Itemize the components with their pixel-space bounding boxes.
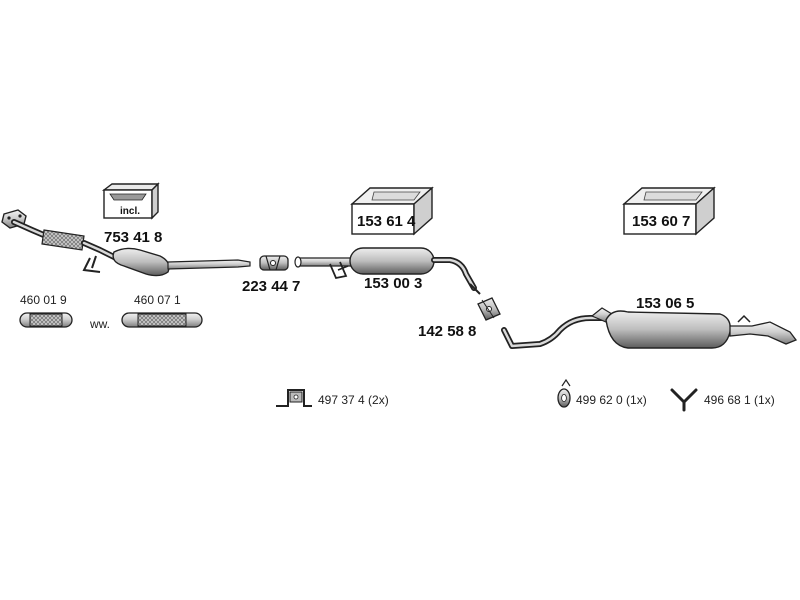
rear-box-kit-icon bbox=[622, 186, 716, 236]
incl-label: incl. bbox=[120, 206, 140, 217]
hanger-label: 496 68 1 (1x) bbox=[704, 393, 775, 407]
flex-pipe-460071[interactable] bbox=[121, 312, 203, 328]
part-number-153614: 153 61 4 bbox=[357, 213, 416, 230]
part-number-460071: 460 07 1 bbox=[134, 293, 181, 307]
hanger-icon[interactable] bbox=[670, 388, 698, 412]
alternative-label: ww. bbox=[89, 317, 110, 331]
middle-box-kit-icon bbox=[350, 186, 434, 236]
clamp-front[interactable] bbox=[259, 255, 289, 271]
rubber-mount-label: 499 62 0 (1x) bbox=[576, 393, 647, 407]
rear-silencer[interactable] bbox=[501, 307, 798, 349]
part-number-153607: 153 60 7 bbox=[632, 213, 690, 230]
manifold-catalytic-converter[interactable] bbox=[1, 209, 251, 277]
incl-box-icon bbox=[101, 182, 160, 220]
part-number-142588: 142 58 8 bbox=[418, 323, 476, 340]
mounting-bracket-icon[interactable] bbox=[276, 389, 312, 407]
rubber-mount-icon[interactable] bbox=[557, 378, 571, 408]
clamp-middle[interactable] bbox=[477, 297, 501, 321]
part-number-153003: 153 00 3 bbox=[364, 275, 422, 292]
part-number-223447: 223 44 7 bbox=[242, 278, 300, 295]
part-number-753418: 753 41 8 bbox=[104, 229, 162, 246]
flex-pipe-460019[interactable] bbox=[19, 312, 73, 328]
mounting-bracket-label: 497 37 4 (2x) bbox=[318, 393, 389, 407]
middle-silencer[interactable] bbox=[294, 247, 481, 295]
part-number-460019: 460 01 9 bbox=[20, 293, 67, 307]
part-number-153065: 153 06 5 bbox=[636, 295, 694, 312]
